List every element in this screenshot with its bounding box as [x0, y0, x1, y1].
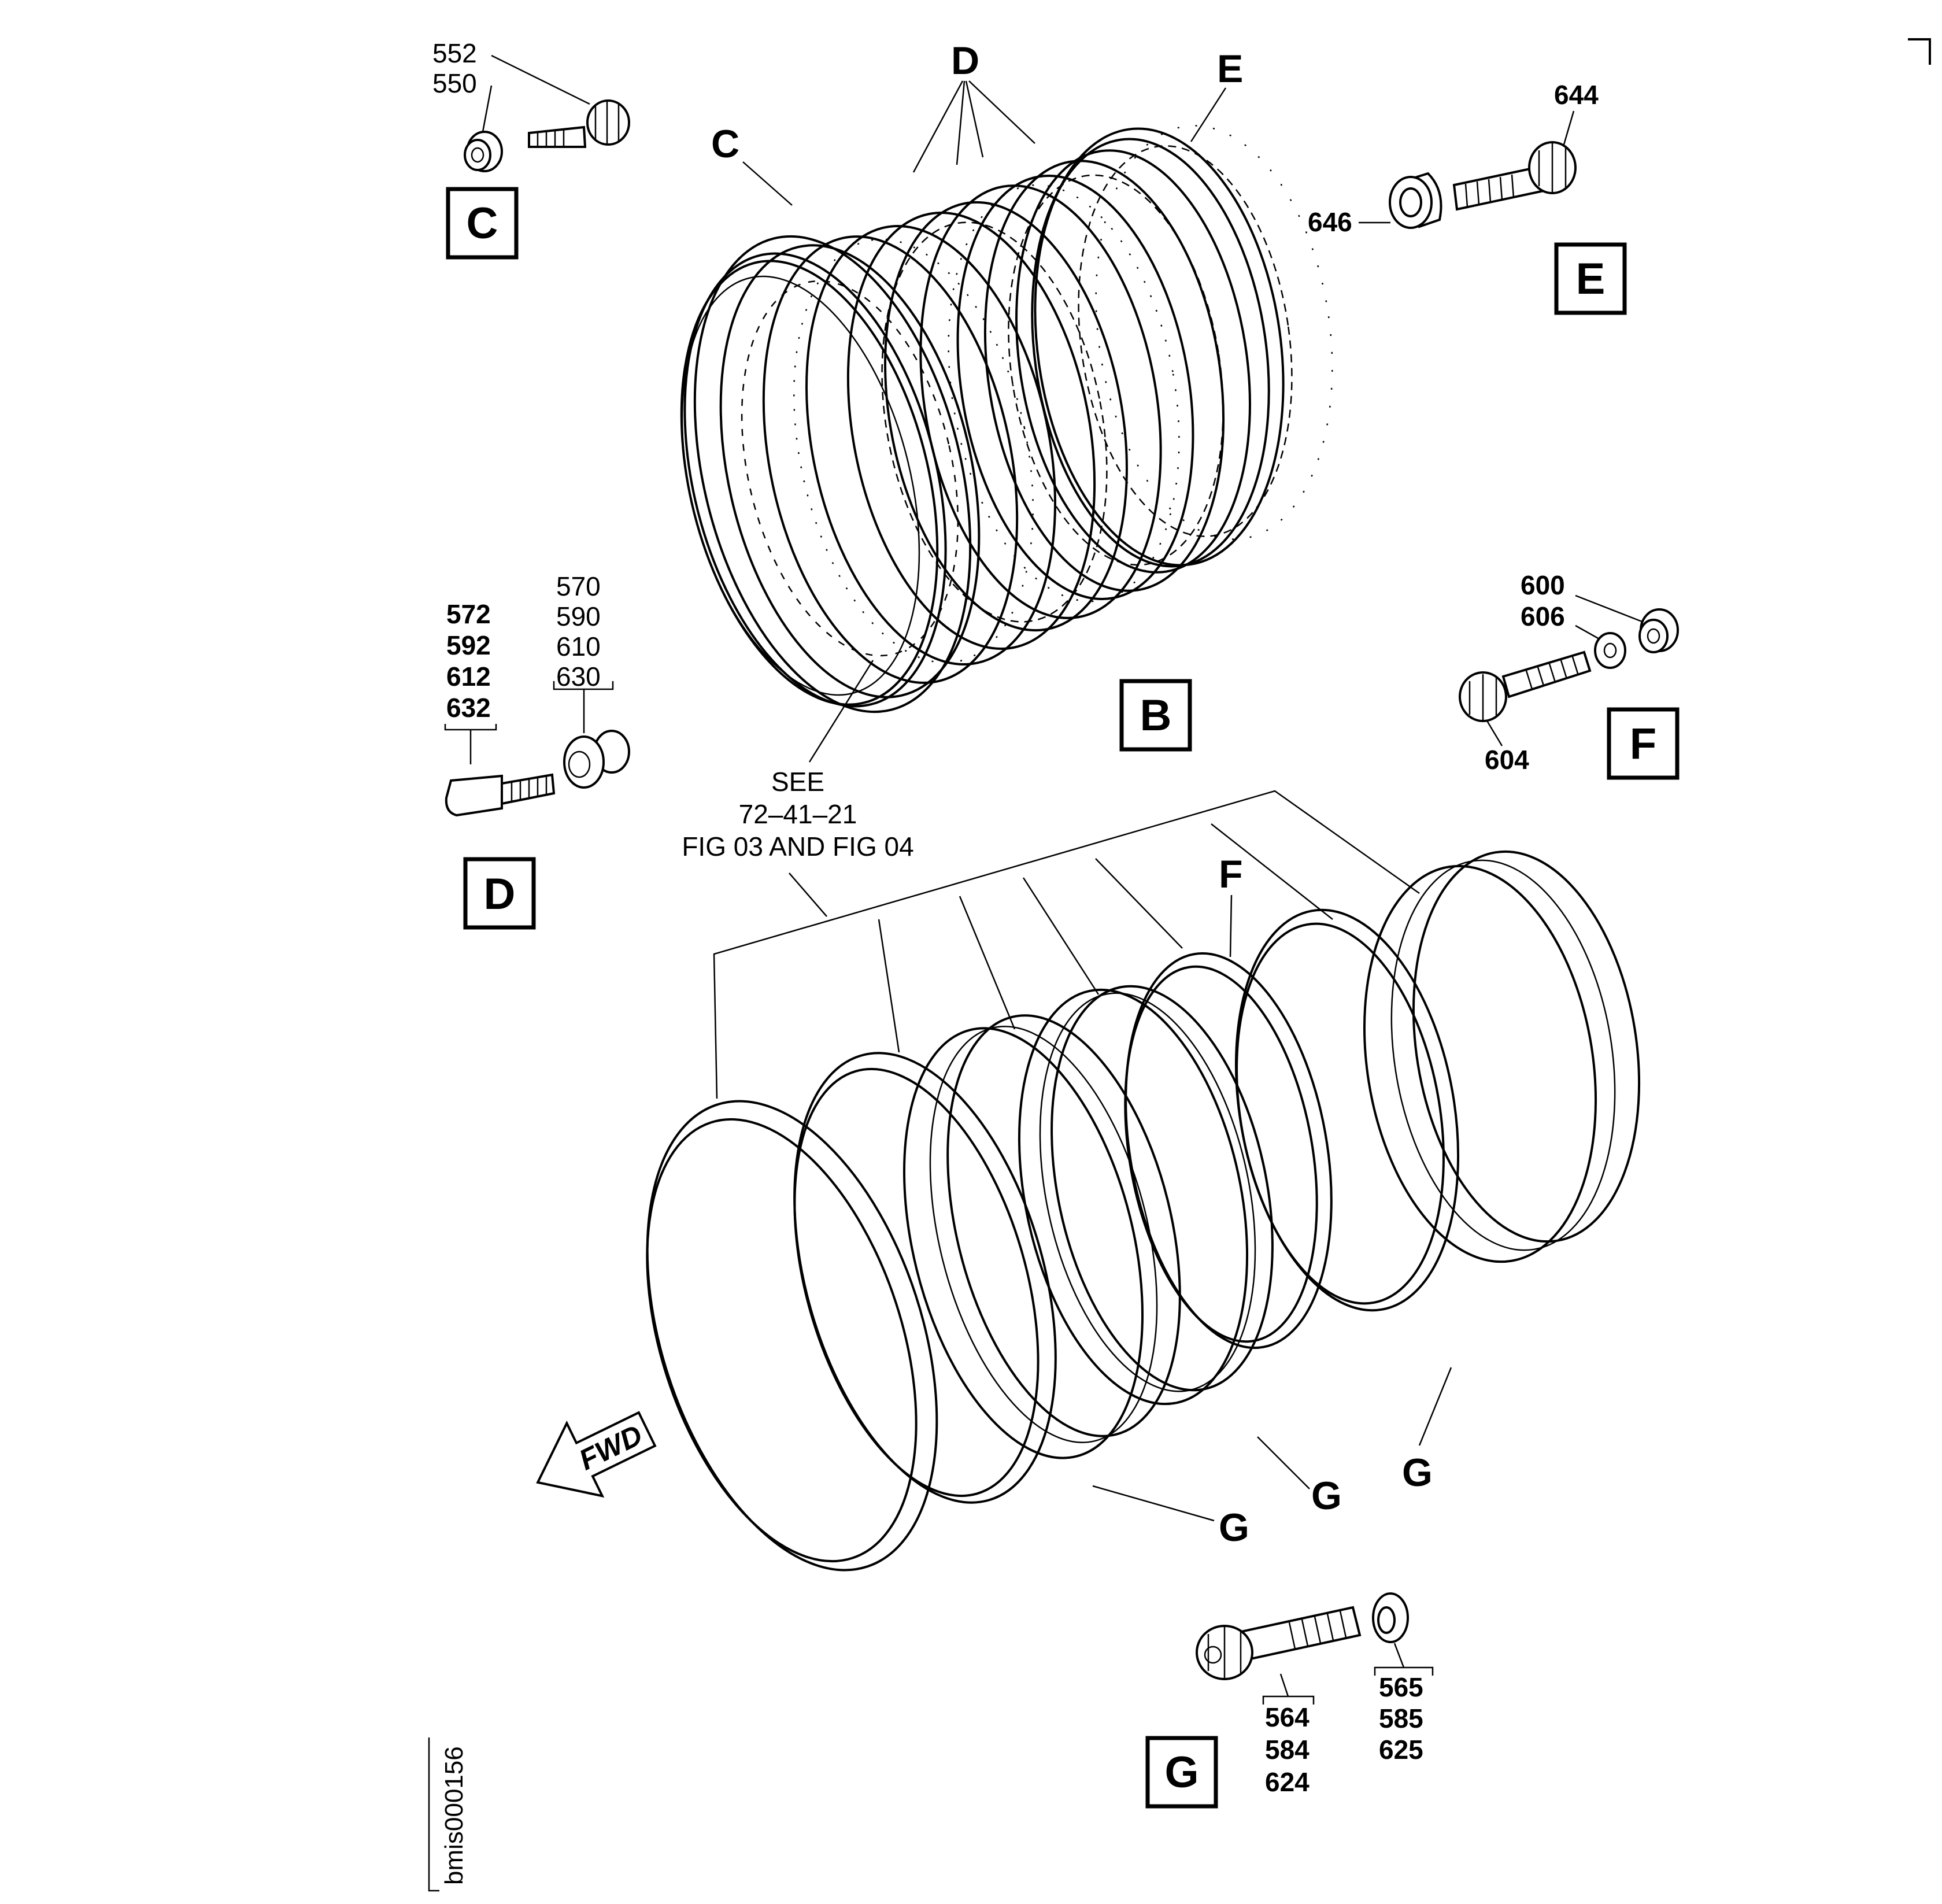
detail-c: 552 550 C — [432, 38, 630, 260]
nut-icon — [464, 131, 503, 172]
callout-550: 550 — [432, 68, 477, 98]
callout-590: 590 — [556, 601, 601, 631]
callout-564: 564 — [1265, 1702, 1310, 1732]
callout-646: 646 — [1308, 207, 1352, 237]
detail-label-box-f — [1607, 707, 1680, 780]
detail-label-box-c — [446, 187, 519, 260]
callout-565: 565 — [1379, 1672, 1423, 1702]
callout-606: 606 — [1521, 601, 1565, 631]
washer-icon — [1594, 632, 1626, 669]
callout-625: 625 — [1379, 1735, 1423, 1765]
pointer-label-c: C — [711, 122, 739, 166]
detail-label-box-g — [1145, 1736, 1218, 1809]
detail-g: 564 584 624 565 585 625 G — [1145, 1592, 1434, 1809]
nut-icon — [1638, 608, 1679, 653]
pointer-label-g-3: G — [1402, 1451, 1433, 1495]
detail-f: 600 606 604 F — [1459, 570, 1680, 780]
callout-584: 584 — [1265, 1735, 1310, 1765]
bolt-icon — [1196, 1606, 1362, 1680]
reference-line-2: 72–41–21 — [739, 799, 857, 829]
callout-572: 572 — [446, 599, 491, 629]
reference-line-1: SEE — [771, 767, 824, 797]
callout-610: 610 — [556, 631, 601, 661]
main-assembly: C D E B — [680, 39, 1333, 752]
callout-600: 600 — [1521, 570, 1565, 600]
detail-label-c: C — [467, 199, 498, 248]
drawing-id-text: bmis000156 — [440, 1746, 468, 1885]
bolt-icon — [1452, 141, 1577, 211]
detail-label-d: D — [484, 870, 516, 919]
callout-624: 624 — [1265, 1767, 1310, 1797]
pointer-label-g-2: G — [1311, 1474, 1342, 1518]
callout-570: 570 — [556, 571, 601, 601]
washer-icon — [1372, 1592, 1409, 1643]
callout-630: 630 — [556, 661, 601, 692]
callout-592: 592 — [446, 630, 491, 660]
detail-label-box-e — [1554, 242, 1627, 315]
callout-552: 552 — [432, 38, 477, 68]
callout-612: 612 — [446, 661, 491, 692]
callout-604: 604 — [1485, 745, 1529, 775]
view-label-box-b — [1119, 679, 1192, 752]
detail-label-f: F — [1630, 719, 1656, 768]
pointer-label-g-1: G — [1219, 1506, 1249, 1550]
spacer-icon — [1389, 172, 1442, 229]
pointer-label-f: F — [1219, 852, 1243, 896]
detail-d: 572 592 612 632 570 590 610 630 D — [444, 571, 630, 930]
detail-label-g: G — [1164, 1748, 1199, 1797]
view-label-b: B — [1140, 691, 1172, 740]
callout-644: 644 — [1554, 80, 1599, 110]
exploded-view: F G G G — [646, 850, 1641, 1572]
bolt-icon — [445, 773, 556, 817]
detail-label-e: E — [1576, 254, 1606, 304]
bolt-icon — [1459, 650, 1592, 722]
detail-e: 644 646 E — [1308, 80, 1627, 315]
reference-line-3: FIG 03 AND FIG 04 — [682, 831, 913, 862]
pointer-label-e: E — [1217, 47, 1243, 91]
pointer-label-d: D — [951, 39, 979, 83]
callout-632: 632 — [446, 693, 491, 723]
bolt-icon — [528, 99, 630, 148]
detail-label-box-d — [463, 857, 536, 930]
forward-direction-arrow: FWD — [536, 1411, 657, 1498]
drawing-id: bmis000156 — [428, 1737, 468, 1892]
nut-icon — [563, 730, 630, 789]
corner-registration-mark — [1908, 38, 1931, 65]
callout-585: 585 — [1379, 1703, 1423, 1733]
reference-note: SEE 72–41–21 FIG 03 AND FIG 04 — [682, 660, 1420, 1099]
